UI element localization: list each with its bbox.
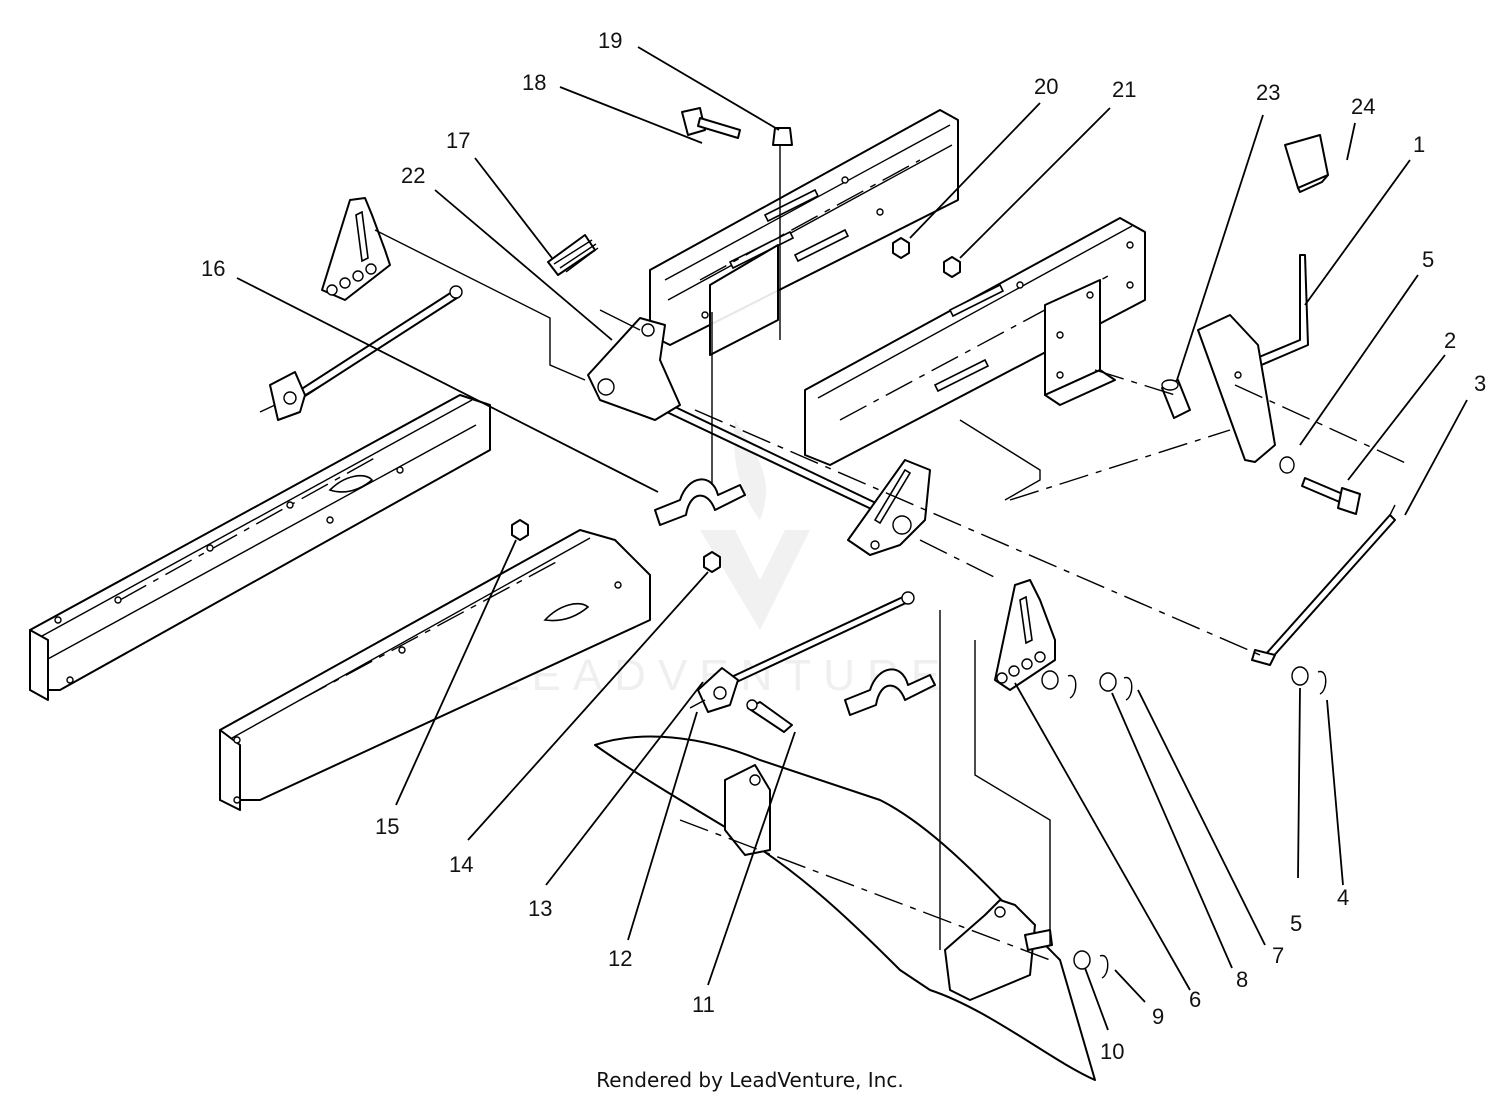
callout-18: 18 [522,70,546,95]
callout-23: 23 [1256,80,1280,105]
top-bolts [681,107,793,340]
height-adjust-plate-right [994,579,1056,691]
callout-20: 20 [1034,74,1058,99]
washers-clips [1041,670,1133,701]
callout-19: 19 [598,28,622,53]
callout-5a: 5 [1422,247,1434,272]
callout-14: 14 [449,852,473,877]
callout-12: 12 [608,946,632,971]
adjust-rod-lower [689,591,915,733]
upper-channel-top [649,109,959,356]
bolt-2 [1279,456,1361,515]
spring-17 [547,234,599,276]
upper-right-channel [804,217,1146,466]
height-adjust-plate-top [321,197,391,301]
right-lower-frame-rail [219,529,651,811]
spacer-bushing [1161,379,1191,419]
callout-21: 21 [1112,77,1136,102]
callout-2: 2 [1444,328,1456,353]
callout-3: 3 [1474,371,1486,396]
callout-9: 9 [1152,1004,1164,1029]
callout-labels: 1 2 3 4 5 5 6 7 8 9 10 11 12 13 14 15 16… [201,28,1486,1064]
lift-lever [1197,134,1329,463]
nuts [511,237,961,573]
left-frame-rail [29,394,491,701]
callout-17: 17 [446,128,470,153]
callout-1: 1 [1413,132,1425,157]
link-rod-3 [1251,504,1396,695]
callout-10: 10 [1100,1039,1124,1064]
callout-8: 8 [1236,967,1248,992]
callout-4: 4 [1337,885,1349,910]
callout-6: 6 [1189,987,1201,1012]
callout-5b: 5 [1290,911,1302,936]
callout-13: 13 [528,896,552,921]
callout-15: 15 [375,814,399,839]
adjust-rod-upper [259,285,463,421]
callout-16: 16 [201,256,225,281]
leader-lines [236,46,1468,1031]
callout-24: 24 [1351,94,1375,119]
footer-credit: Rendered by LeadVenture, Inc. [596,1068,904,1092]
callout-22: 22 [401,163,425,188]
callout-7: 7 [1272,943,1284,968]
reference-lines [374,229,1411,961]
clamps [654,478,936,716]
deck-lift-arm [594,735,1109,1081]
cross-shaft [587,317,931,556]
callout-11: 11 [692,992,715,1017]
